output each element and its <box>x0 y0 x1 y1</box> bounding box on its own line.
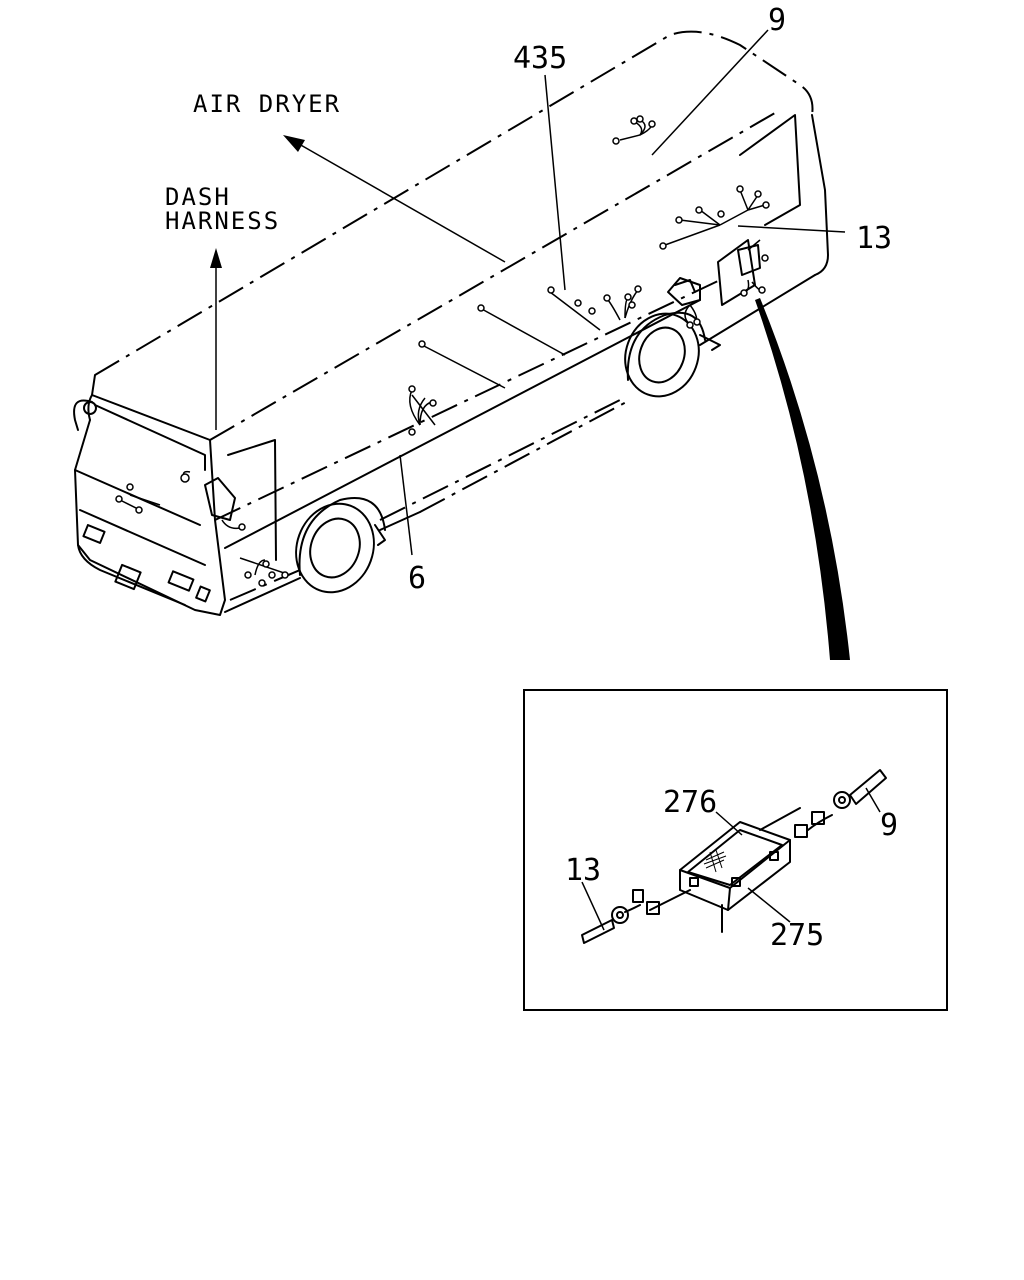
bus-body-outline <box>73 30 829 616</box>
air-dryer-arrow <box>283 135 506 263</box>
harness-label: HARNESS <box>165 207 280 235</box>
dash-label: DASH <box>165 183 231 211</box>
callout-9-detail: 9 <box>880 808 898 843</box>
callout-6: 6 <box>408 561 426 596</box>
callout-13-detail: 13 <box>565 853 601 888</box>
callout-9-top: 9 <box>768 3 786 38</box>
dash-harness-arrow <box>210 248 222 430</box>
detail-box: 276 9 13 275 <box>523 689 948 1011</box>
callout-435: 435 <box>513 41 567 76</box>
detail-zoom-indicator <box>755 298 850 660</box>
callout-275: 275 <box>770 918 824 953</box>
front-wheel <box>295 497 386 594</box>
rear-wheel <box>624 311 721 398</box>
harness-9-detail <box>759 769 887 838</box>
leader-lines <box>399 29 846 556</box>
chassis-harness <box>115 115 770 587</box>
callout-276: 276 <box>663 785 717 820</box>
harness-13-detail <box>581 889 691 944</box>
relay-box <box>679 821 791 933</box>
air-dryer-label: AIR DRYER <box>193 90 341 118</box>
callout-13-top: 13 <box>856 221 892 256</box>
